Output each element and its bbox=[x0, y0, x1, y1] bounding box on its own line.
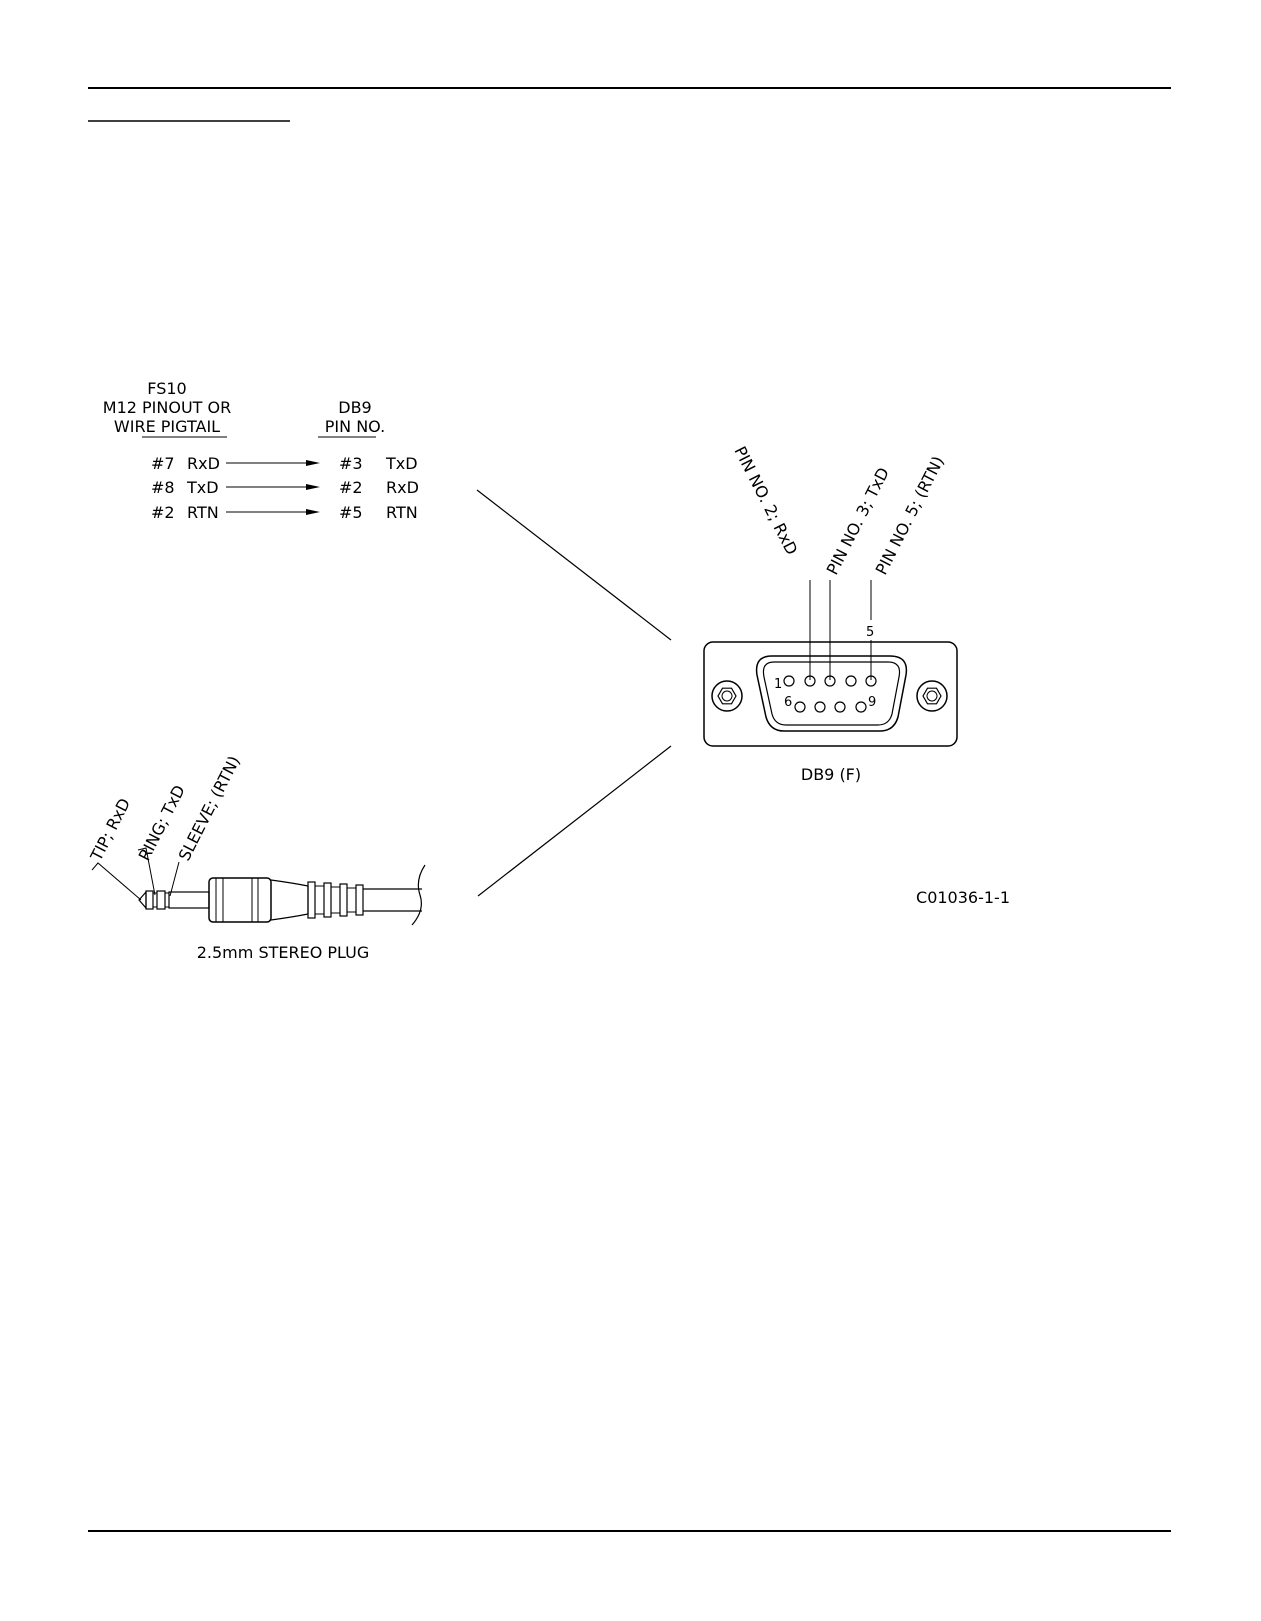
db9-pin-4 bbox=[846, 676, 856, 686]
to-signal: RxD bbox=[386, 478, 419, 497]
callout-pin-2: PIN NO. 2; RxD bbox=[730, 443, 801, 558]
pin-row: #2 RTN #5 RTN bbox=[151, 503, 418, 522]
db9-pin-8 bbox=[835, 702, 845, 712]
pin-row: #8 TxD #2 RxD bbox=[151, 478, 419, 497]
db9-pin-7 bbox=[815, 702, 825, 712]
stereo-plug: TIP; RxD RING; TxD SLEEVE; (RTN) 2.5mm S… bbox=[86, 753, 425, 962]
db9-connector: 1 5 6 9 PIN NO. 2; RxD PIN NO. 3; TxD PI… bbox=[704, 443, 957, 784]
db9-d-shell bbox=[757, 656, 907, 731]
from-pin: #8 bbox=[151, 478, 175, 497]
drawing-id: C01036-1-1 bbox=[916, 888, 1010, 907]
arrow-head bbox=[306, 460, 320, 466]
arrow-head bbox=[306, 509, 320, 515]
db9-d-shell-inner bbox=[763, 662, 899, 725]
to-pin: #5 bbox=[339, 503, 363, 522]
from-signal: TxD bbox=[186, 478, 219, 497]
db9-pin-9 bbox=[856, 702, 866, 712]
cable-break bbox=[412, 865, 425, 925]
right-header-line-1: DB9 bbox=[338, 398, 371, 417]
plug-sleeve bbox=[169, 892, 209, 908]
pin-row: #7 RxD #3 TxD bbox=[151, 454, 418, 473]
pin-number-9: 9 bbox=[868, 695, 876, 710]
pin-number-1: 1 bbox=[774, 677, 782, 692]
db9-pin-1 bbox=[784, 676, 794, 686]
screw-icon bbox=[712, 681, 742, 711]
from-pin: #2 bbox=[151, 503, 175, 522]
callout-tip: TIP; RxD bbox=[86, 795, 134, 865]
left-header-line-3: WIRE PIGTAIL bbox=[114, 417, 220, 436]
cable-line-upper bbox=[477, 490, 671, 640]
plug-body bbox=[209, 878, 271, 922]
cable-line-lower bbox=[478, 746, 671, 896]
to-pin: #3 bbox=[339, 454, 363, 473]
from-pin: #7 bbox=[151, 454, 175, 473]
callout-sleeve: SLEEVE; (RTN) bbox=[175, 753, 244, 864]
plug-tip bbox=[139, 892, 146, 908]
to-signal: RTN bbox=[386, 503, 418, 522]
right-header-line-2: PIN NO. bbox=[325, 417, 385, 436]
arrow-head bbox=[306, 484, 320, 490]
plug-caption: 2.5mm STEREO PLUG bbox=[197, 943, 370, 962]
db9-pin-6 bbox=[795, 702, 805, 712]
leader-tip bbox=[92, 863, 141, 900]
left-header-line-1: FS10 bbox=[147, 379, 186, 398]
pin-number-6: 6 bbox=[784, 695, 792, 710]
pin-number-5: 5 bbox=[866, 625, 874, 640]
db9-caption: DB9 (F) bbox=[801, 765, 861, 784]
from-signal: RTN bbox=[187, 503, 219, 522]
leader-sleeve bbox=[170, 862, 179, 896]
pinout-table: FS10 M12 PINOUT OR WIRE PIGTAIL DB9 PIN … bbox=[103, 379, 419, 522]
to-pin: #2 bbox=[339, 478, 363, 497]
to-signal: TxD bbox=[385, 454, 418, 473]
left-header-line-2: M12 PINOUT OR bbox=[103, 398, 231, 417]
from-signal: RxD bbox=[187, 454, 220, 473]
screw-icon bbox=[917, 681, 947, 711]
